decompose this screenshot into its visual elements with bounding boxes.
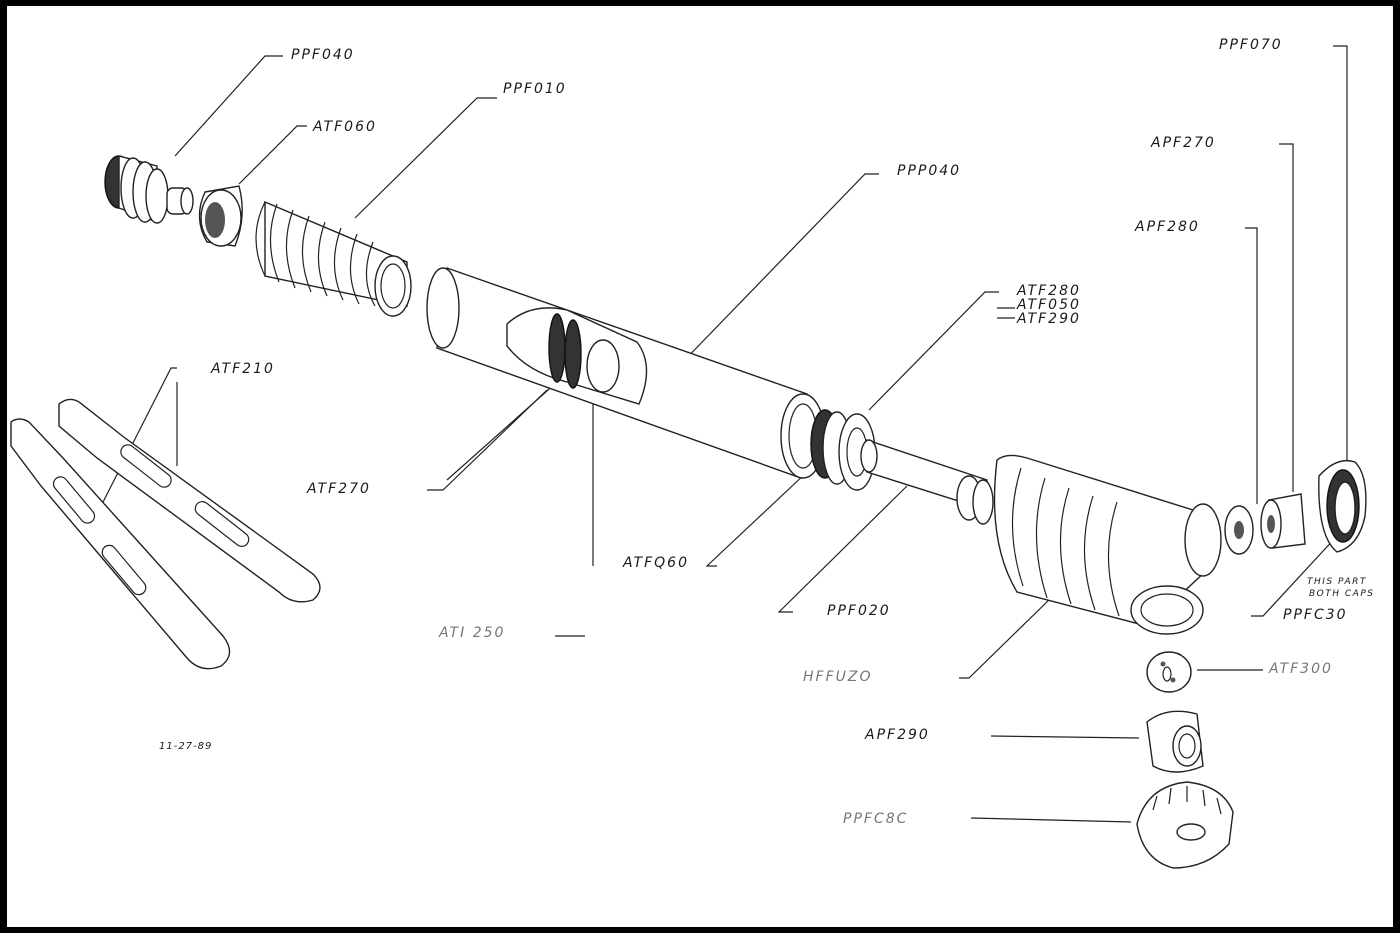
label-apf290: APF290 xyxy=(865,727,930,743)
part-ppfc80 xyxy=(1136,781,1234,869)
part-ppf010 xyxy=(255,200,412,317)
label-ppfc30: PPFC30 xyxy=(1283,607,1348,623)
label-atfq60: ATFQ60 xyxy=(623,555,689,571)
label-ppf070: PPF070 xyxy=(1219,37,1283,53)
label-ppp040: PPP040 xyxy=(897,163,962,179)
drawing-sheet: PPF040 ATF060 PPF010 PPP040 PPF070 APF27… xyxy=(7,6,1393,927)
note-line-1: THIS PART xyxy=(1307,577,1367,587)
label-ppf040: PPF040 xyxy=(291,47,355,63)
part-atf300 xyxy=(1146,651,1192,693)
part-ppf070 xyxy=(1318,459,1367,553)
label-apf280: APF280 xyxy=(1135,219,1200,235)
part-ppf040 xyxy=(104,155,194,224)
label-apf270: APF270 xyxy=(1151,135,1216,151)
part-apf280 xyxy=(1224,505,1254,555)
part-ppp040 xyxy=(426,267,826,479)
leader-lines xyxy=(98,45,1348,823)
label-ati250: ATI 250 xyxy=(439,625,506,641)
part-hffuzo xyxy=(993,454,1222,635)
exploded-parts-drawing xyxy=(10,45,1367,869)
label-atf210: ATF210 xyxy=(211,361,275,377)
part-atf060 xyxy=(198,185,243,247)
label-ppf020: PPF020 xyxy=(827,603,891,619)
part-ppf020 xyxy=(860,439,994,525)
note-line-2: BOTH CAPS xyxy=(1309,589,1375,599)
part-atf210-straps xyxy=(10,398,321,670)
drawing-date: 11-27-89 xyxy=(159,741,213,752)
label-atf060: ATF060 xyxy=(313,119,377,135)
label-ppfc80: PPFC8C xyxy=(843,811,909,827)
part-apf290 xyxy=(1146,710,1204,773)
part-apf270 xyxy=(1260,493,1306,549)
label-atf270: ATF270 xyxy=(307,481,371,497)
label-ppf010: PPF010 xyxy=(503,81,567,97)
label-atf290: ATF290 xyxy=(1017,311,1081,327)
label-atf280: ATF280 xyxy=(1017,283,1081,299)
label-hffuzo: HFFUZO xyxy=(803,669,873,685)
label-atf300: ATF300 xyxy=(1269,661,1333,677)
label-atf050: ATF050 xyxy=(1017,297,1081,313)
part-atf280-stack xyxy=(810,409,876,491)
